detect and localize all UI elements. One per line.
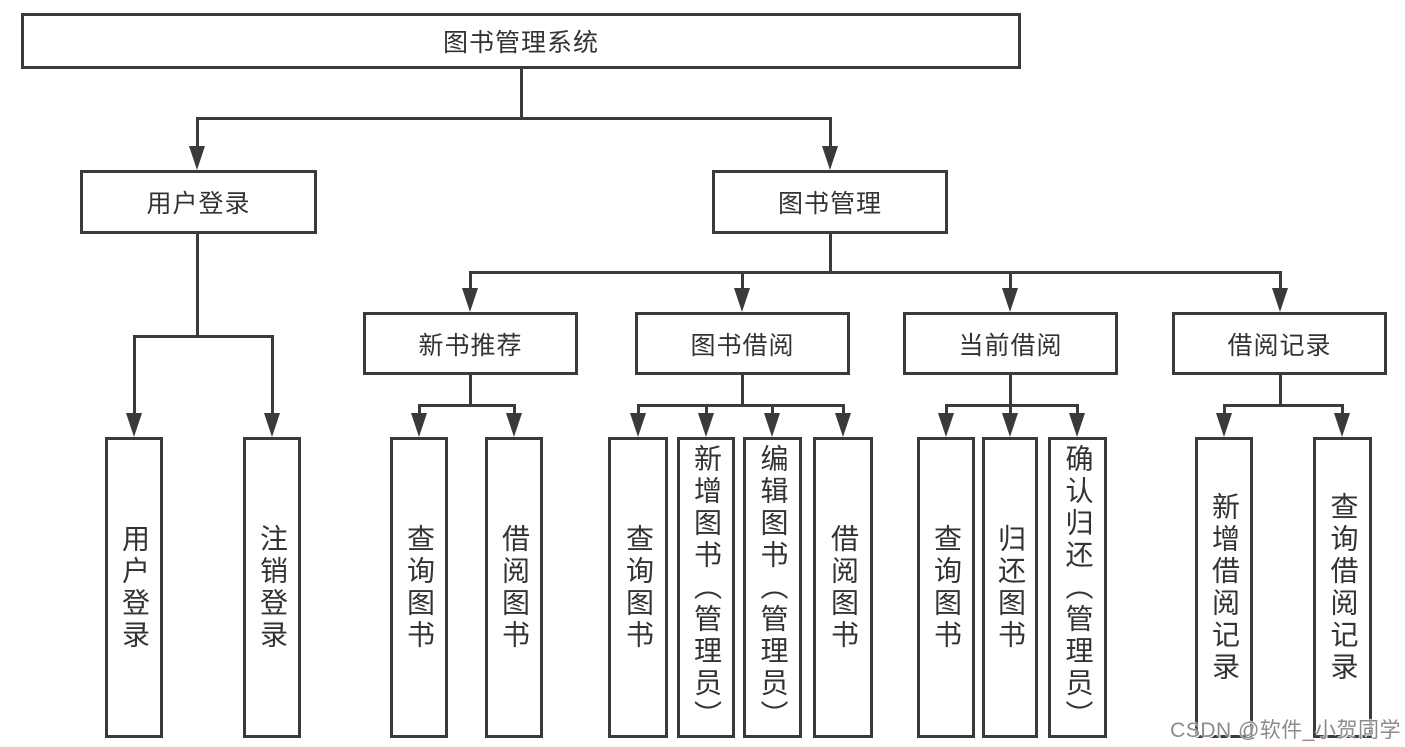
- node-label: 用户登录: [146, 190, 251, 218]
- connector-line-v: [1279, 375, 1282, 404]
- connector-line-v: [829, 234, 832, 271]
- leaf-add-book-admin: 新增图书（管理员）: [677, 437, 735, 738]
- arrow-down-icon: [1272, 288, 1288, 312]
- connector-line-v: [271, 335, 274, 417]
- node-new-book-recommend: 新书推荐: [363, 312, 578, 375]
- connector-line-v: [469, 271, 472, 293]
- connector-line-v: [133, 335, 136, 417]
- connector-line-h: [1223, 404, 1344, 407]
- node-book-borrow: 图书借阅: [635, 312, 850, 375]
- connector-line-v: [1009, 404, 1012, 417]
- leaf-label: 查询图书: [623, 523, 654, 652]
- connector-line-v: [771, 404, 774, 417]
- node-label: 图书管理: [777, 190, 882, 218]
- leaf-label: 查询图书: [931, 523, 962, 652]
- leaf-label: 归还图书: [995, 523, 1026, 652]
- arrow-down-icon: [1002, 288, 1018, 312]
- leaf-label: 借阅图书: [828, 523, 859, 652]
- arrow-down-icon: [1334, 413, 1350, 437]
- connector-line-v: [196, 234, 199, 335]
- connector-line-v: [418, 404, 421, 417]
- leaf-label: 编辑图书（管理员）: [757, 443, 789, 732]
- node-label: 当前借阅: [958, 331, 1063, 360]
- connector-line-h: [945, 404, 1079, 407]
- connector-line-v: [1009, 271, 1012, 293]
- connector-line-h: [418, 404, 516, 407]
- node-current-borrow: 当前借阅: [903, 312, 1118, 375]
- arrow-down-icon: [189, 146, 205, 170]
- connector-line-h: [469, 271, 1282, 274]
- leaf-user-login: 用户登录: [105, 437, 163, 738]
- arrow-down-icon: [411, 413, 427, 437]
- connector-line-v: [945, 404, 948, 417]
- connector-line-v: [842, 404, 845, 417]
- connector-line-v: [705, 404, 708, 417]
- leaf-label: 用户登录: [119, 523, 150, 652]
- leaf-add-borrow-record: 新增借阅记录: [1195, 437, 1253, 738]
- leaf-confirm-return-admin: 确认归还（管理员）: [1048, 437, 1107, 738]
- node-label: 借阅记录: [1227, 331, 1332, 360]
- connector-line-h: [133, 335, 274, 338]
- leaf-label: 查询借阅记录: [1327, 491, 1359, 684]
- arrow-down-icon: [822, 146, 838, 170]
- connector-line-v: [1341, 404, 1344, 417]
- arrow-down-icon: [1002, 413, 1018, 437]
- leaf-query-books-recommend: 查询图书: [390, 437, 448, 738]
- connector-line-v: [829, 117, 832, 149]
- connector-line-h: [197, 117, 831, 120]
- arrow-down-icon: [835, 413, 851, 437]
- leaf-query-books-borrow: 查询图书: [608, 437, 668, 738]
- node-label: 新书推荐: [418, 331, 523, 360]
- connector-line-v: [741, 375, 744, 404]
- arrow-down-icon: [630, 413, 646, 437]
- leaf-label: 新增图书（管理员）: [691, 443, 722, 732]
- connector-line-v: [520, 69, 523, 117]
- arrow-down-icon: [264, 413, 280, 437]
- arrow-down-icon: [126, 413, 142, 437]
- node-library-management-system: 图书管理系统: [21, 13, 1021, 69]
- arrow-down-icon: [1216, 413, 1232, 437]
- connector-line-v: [1223, 404, 1226, 417]
- connector-line-v: [741, 271, 744, 293]
- connector-line-v: [1279, 271, 1282, 293]
- arrow-down-icon: [462, 288, 478, 312]
- leaf-query-books-current: 查询图书: [917, 437, 975, 738]
- arrow-down-icon: [734, 288, 750, 312]
- arrow-down-icon: [1069, 413, 1085, 437]
- csdn-watermark: CSDN @软件_小贺同学: [1170, 719, 1401, 742]
- leaf-borrow-books-recommend: 借阅图书: [485, 437, 543, 738]
- connector-line-h: [637, 404, 845, 407]
- node-book-management: 图书管理: [712, 170, 948, 234]
- leaf-label: 注销登录: [257, 523, 288, 652]
- arrow-down-icon: [938, 413, 954, 437]
- node-user-login: 用户登录: [80, 170, 317, 234]
- leaf-borrow-books: 借阅图书: [813, 437, 873, 738]
- node-borrow-records: 借阅记录: [1172, 312, 1387, 375]
- node-label: 图书借阅: [690, 331, 795, 360]
- leaf-label: 借阅图书: [499, 523, 530, 652]
- leaf-edit-book-admin: 编辑图书（管理员）: [743, 437, 802, 738]
- arrow-down-icon: [506, 413, 522, 437]
- connector-line-v: [637, 404, 640, 417]
- connector-line-v: [1009, 375, 1012, 404]
- leaf-label: 确认归还（管理员）: [1062, 443, 1094, 732]
- connector-line-v: [469, 375, 472, 404]
- node-label: 图书管理系统: [442, 29, 599, 57]
- leaf-label: 新增借阅记录: [1209, 491, 1240, 684]
- leaf-query-borrow-record: 查询借阅记录: [1313, 437, 1372, 738]
- leaf-logout: 注销登录: [243, 437, 301, 738]
- connector-line-v: [513, 404, 516, 417]
- leaf-label: 查询图书: [404, 523, 435, 652]
- arrow-down-icon: [698, 413, 714, 437]
- leaf-return-book: 归还图书: [982, 437, 1038, 738]
- connector-line-v: [196, 117, 199, 149]
- arrow-down-icon: [764, 413, 780, 437]
- connector-line-v: [1076, 404, 1079, 417]
